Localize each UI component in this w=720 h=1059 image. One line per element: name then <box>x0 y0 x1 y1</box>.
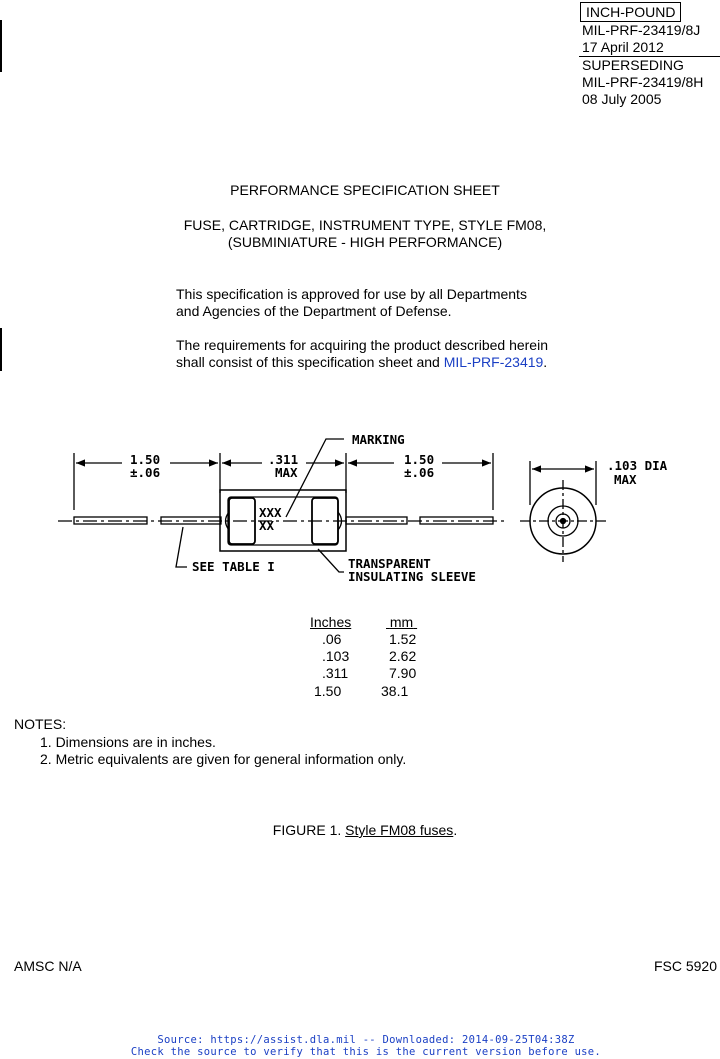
superseded-date: 08 July 2005 <box>582 91 662 107</box>
table-cell: .06 <box>322 631 342 647</box>
approval-line2: and Agencies of the Department of Defens… <box>176 303 452 319</box>
note-item: 1. Dimensions are in inches. <box>40 734 216 750</box>
table-cell: 7.90 <box>389 665 417 681</box>
document-header: INCH-POUND MIL-PRF-23419/8J 17 April 201… <box>579 2 720 108</box>
requirements-paragraph: The requirements for acquiring the produ… <box>176 337 548 371</box>
table-cell: .311 <box>322 665 349 681</box>
table-cell: .103 <box>322 648 350 664</box>
requirements-line2-prefix: shall consist of this specification shee… <box>176 354 444 370</box>
approval-paragraph: This specification is approved for use b… <box>176 286 527 320</box>
figure-caption: FIGURE 1. Style FM08 fuses. <box>0 821 720 839</box>
table-cell: 1.50 <box>314 683 342 699</box>
amsc-label: AMSC N/A <box>14 958 82 974</box>
change-bar-top <box>0 20 2 72</box>
right-length-tol: ±.06 <box>404 465 434 480</box>
source-footer-line2: Check the source to verify that this is … <box>130 1046 602 1058</box>
see-table-label: SEE TABLE I <box>192 559 275 574</box>
body-marking-text1: XXX <box>259 505 282 520</box>
body-marking-text2: XX <box>259 518 275 533</box>
diameter-label: .103 DIA <box>607 458 668 473</box>
sleeve-label-line1: TRANSPARENT <box>348 556 431 571</box>
fuse-title-line1: FUSE, CARTRIDGE, INSTRUMENT TYPE, STYLE … <box>183 217 547 233</box>
superseded-id: MIL-PRF-23419/8H <box>582 74 704 90</box>
fuse-drawing: 1.50 ±.06 .311 MAX 1.50 ±.06 MARKING XXX… <box>58 432 668 584</box>
table-cell: 38.1 <box>381 683 409 699</box>
document-id: MIL-PRF-23419/8J <box>582 22 701 38</box>
figure-prefix: FIGURE 1. <box>272 822 346 838</box>
figure-caption-text: Style FM08 fuses <box>345 822 454 838</box>
requirements-line2: shall consist of this specification shee… <box>176 354 548 371</box>
sleeve-label-line2: INSULATING SLEEVE <box>348 569 476 584</box>
approval-line1: This specification is approved for use b… <box>176 286 527 302</box>
requirements-line2-suffix: . <box>543 354 548 370</box>
left-length-tol: ±.06 <box>130 465 160 480</box>
superseding-label: SUPERSEDING <box>582 57 684 73</box>
marking-label: MARKING <box>352 432 405 447</box>
table-header-mm-text: mm <box>389 614 414 630</box>
sheet-title: PERFORMANCE SPECIFICATION SHEET <box>230 182 500 198</box>
mil-prf-23419-link[interactable]: MIL-PRF-23419 <box>443 354 544 370</box>
body-length-tol: MAX <box>275 465 298 480</box>
table-header-inches: Inches <box>310 614 352 630</box>
right-length-dim: 1.50 <box>404 452 434 467</box>
document-date: 17 April 2012 <box>582 39 664 55</box>
header-rule <box>579 56 720 57</box>
requirements-line1: The requirements for acquiring the produ… <box>176 337 548 353</box>
fsc-label: FSC 5920 <box>653 958 717 974</box>
notes-heading: NOTES: <box>14 716 67 732</box>
left-length-dim: 1.50 <box>130 452 160 467</box>
change-bar-middle <box>0 328 2 371</box>
note-item: 2. Metric equivalents are given for gene… <box>40 751 407 767</box>
table-cell: 2.62 <box>389 648 417 664</box>
table-cell: 1.52 <box>389 631 417 647</box>
body-length-dim: .311 <box>268 452 298 467</box>
fuse-title-line2: (SUBMINIATURE - HIGH PERFORMANCE) <box>227 234 503 250</box>
source-footer-line1: Source: https://assist.dla.mil -- Downlo… <box>157 1034 575 1046</box>
inch-pound-badge: INCH-POUND <box>580 2 682 22</box>
figure-suffix: . <box>453 822 458 838</box>
diameter-max: MAX <box>614 472 637 487</box>
table-header-mm: mm <box>386 614 417 630</box>
